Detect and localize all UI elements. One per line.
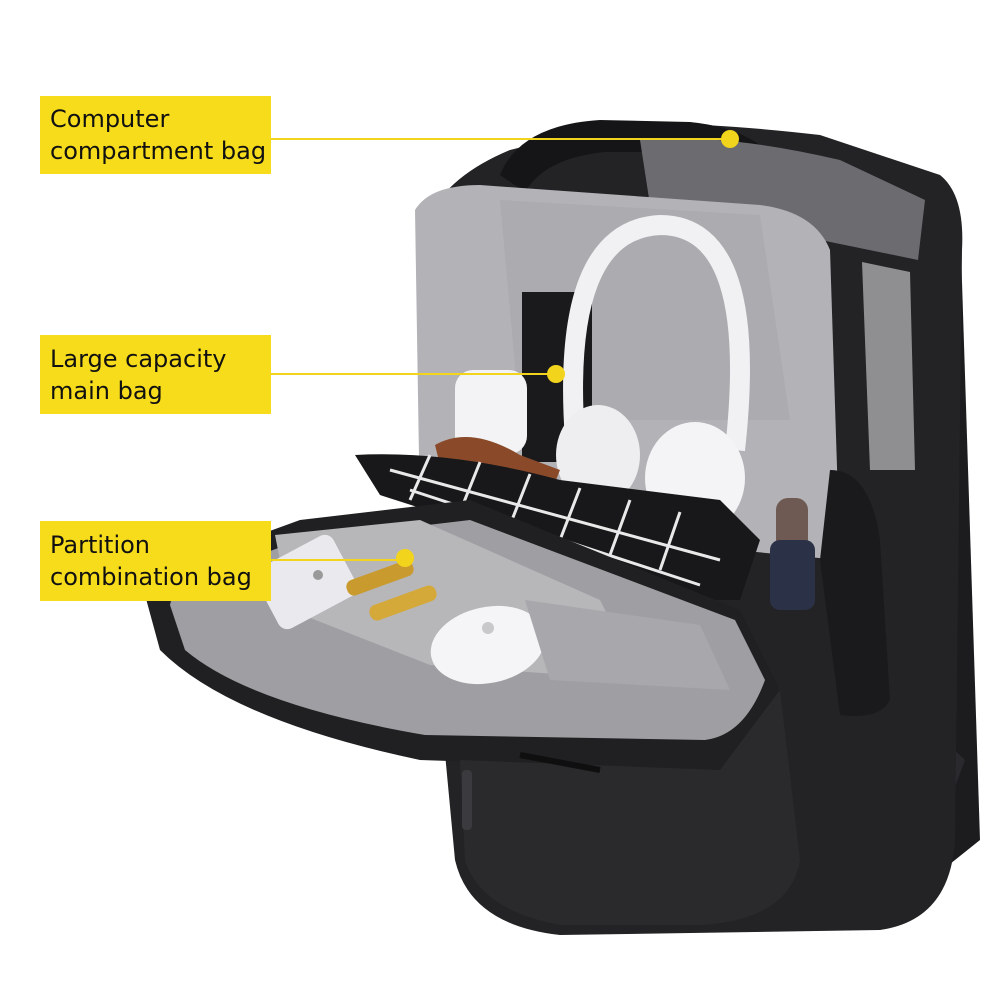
callout-text-line1: Computer xyxy=(50,105,170,133)
callout-text-line1: Large capacity xyxy=(50,344,227,373)
callout-computer-compartment: Computer compartment bag xyxy=(40,96,271,174)
callout-partition-bag: Partition combination bag xyxy=(40,521,271,601)
computer-compartment xyxy=(640,138,925,260)
checkered-towel xyxy=(355,454,760,600)
callout-text-line2: main bag xyxy=(50,376,163,405)
pens xyxy=(346,560,437,621)
callout-text-line1: Partition xyxy=(50,531,151,559)
callout-main-bag: Large capacity main bag xyxy=(40,335,271,414)
side-pocket xyxy=(820,470,890,716)
front-pocket xyxy=(460,690,800,925)
umbrella xyxy=(770,540,815,610)
callout-text-line2: compartment bag xyxy=(50,137,267,165)
mouse-pocket xyxy=(525,600,730,690)
earphone-case xyxy=(455,370,527,454)
leader-dot-main xyxy=(547,365,565,383)
smartphone-icon xyxy=(254,534,358,630)
zipper-pull xyxy=(462,770,472,830)
mouse-icon xyxy=(430,605,546,685)
leader-dot-computer xyxy=(721,130,739,148)
zipper-line xyxy=(519,752,601,773)
callout-text-line2: combination bag xyxy=(50,563,252,591)
laptop xyxy=(862,262,915,470)
leader-dot-partition xyxy=(396,549,414,567)
